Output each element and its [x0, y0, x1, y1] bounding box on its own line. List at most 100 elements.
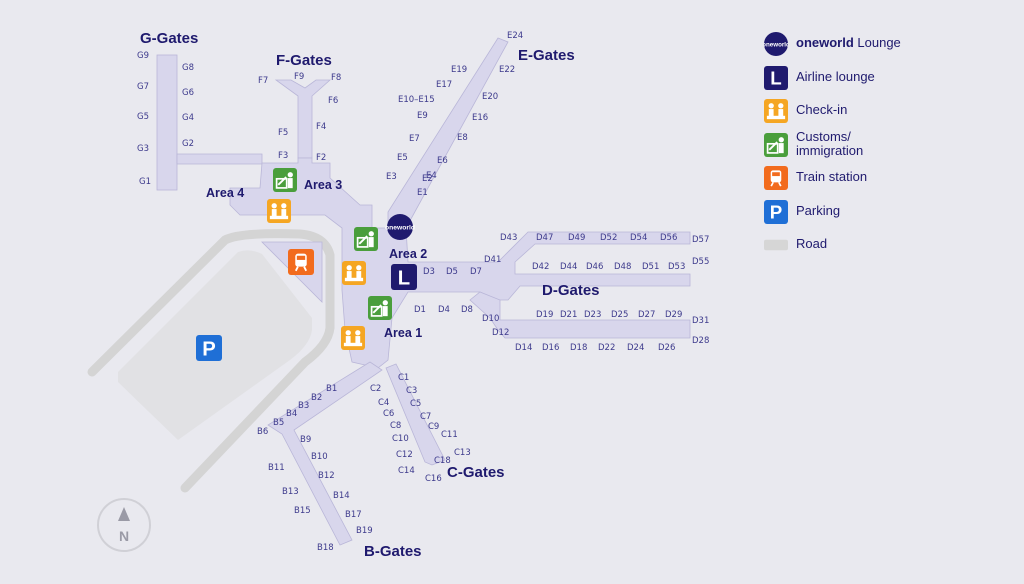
pier-label: B-Gates [364, 543, 422, 560]
gate-label: C6 [383, 409, 394, 419]
train-icon [288, 249, 314, 275]
gate-label: B4 [286, 409, 297, 419]
gate-label: F2 [316, 153, 326, 163]
svg-text:L: L [770, 67, 781, 88]
gate-label: B19 [356, 526, 373, 536]
area-label: Area 4 [206, 186, 244, 200]
legend-label: Parking [796, 202, 841, 218]
gate-label: F8 [331, 73, 341, 83]
check-in-icon [342, 261, 366, 285]
gate-label: D16 [542, 343, 559, 353]
parking-icon: P [764, 199, 788, 224]
legend-label: Road [796, 236, 828, 251]
legend-item-airline: L Airline lounge [764, 65, 1014, 90]
gate-label: D52 [600, 233, 617, 243]
gate-label: F7 [258, 76, 268, 86]
gate-label: G2 [182, 139, 194, 149]
gate-label: D48 [614, 262, 631, 272]
f-pier [274, 79, 332, 159]
gate-label: C7 [420, 412, 431, 422]
gate-label: D31 [692, 316, 709, 326]
gate-label: C1 [398, 373, 409, 383]
gate-label: D57 [692, 235, 709, 245]
gate-label: G5 [137, 112, 149, 122]
train-icon [764, 166, 788, 190]
gate-label: D46 [586, 262, 603, 272]
gate-label: D12 [492, 328, 509, 338]
gate-label: B11 [268, 463, 285, 473]
gate-label: D24 [627, 343, 644, 353]
gate-label: D47 [536, 233, 553, 243]
legend-label-prefix: oneworld [796, 35, 854, 50]
legend-item-train: Train station [764, 166, 1014, 190]
gate-label: B13 [282, 487, 299, 497]
gate-labels: G1G2G3G4G5G6G7G8G9F1F2F3F4F5F6F7F8F9E1E2… [137, 31, 709, 553]
gate-label: G6 [182, 88, 194, 98]
gate-label: E10–E15 [398, 95, 435, 105]
gate-label: E7 [409, 134, 420, 144]
gate-label: D53 [668, 262, 685, 272]
gate-label: D27 [638, 310, 655, 320]
gate-label: D18 [570, 343, 587, 353]
gate-label: D10 [482, 314, 499, 324]
area-label: Area 3 [304, 178, 342, 192]
airline-lounge-icon: L [391, 264, 417, 290]
gate-label: D28 [692, 336, 709, 346]
gate-label: D51 [642, 262, 659, 272]
gate-label: F6 [328, 96, 338, 106]
customs-icon [764, 132, 788, 157]
legend-label: Airline lounge [796, 68, 875, 84]
gate-label: E4 [426, 171, 437, 181]
gate-label: C12 [396, 450, 413, 460]
area-label: Area 1 [384, 326, 422, 340]
gate-label: E9 [417, 111, 428, 121]
gate-label: D14 [515, 343, 532, 353]
gate-label: G9 [137, 51, 149, 61]
legend-label: Check-in [796, 102, 848, 117]
gate-label: G1 [139, 177, 151, 187]
svg-text:P: P [202, 338, 216, 360]
gate-label: B12 [318, 471, 335, 481]
gate-label: D54 [630, 233, 647, 243]
gate-label: G7 [137, 82, 149, 92]
g-connector [176, 153, 263, 165]
gate-label: G3 [137, 144, 149, 154]
gate-label: B5 [273, 418, 284, 428]
gate-label: C9 [428, 422, 439, 432]
gate-label: D5 [446, 267, 458, 277]
check-in-icon [764, 99, 788, 123]
gate-label: E5 [397, 153, 408, 163]
gate-label: D42 [532, 262, 549, 272]
check-in-icon [341, 326, 365, 350]
gate-label: G8 [182, 63, 194, 73]
gate-label: D43 [500, 233, 517, 243]
train-icon [764, 166, 788, 190]
legend-label: Train station [796, 169, 868, 184]
gate-label: G4 [182, 113, 194, 123]
gate-label: D22 [598, 343, 615, 353]
gate-label: F4 [316, 122, 326, 132]
pier-label: D-Gates [542, 282, 600, 299]
gate-label: E17 [436, 80, 452, 90]
gate-label: B18 [317, 543, 334, 553]
svg-text:L: L [398, 267, 410, 289]
g-pier [156, 54, 178, 191]
gate-label: D41 [484, 255, 501, 265]
gate-label: E19 [451, 65, 467, 75]
gate-label: B14 [333, 491, 350, 501]
check-in-icon [764, 99, 788, 123]
customs-icon [368, 296, 392, 320]
gate-label: C3 [406, 386, 417, 396]
gate-label: E6 [437, 156, 448, 166]
gate-label: C13 [454, 448, 471, 458]
gate-label: B1 [326, 384, 337, 394]
gate-label: C14 [398, 466, 415, 476]
gate-label: F5 [278, 128, 288, 138]
gate-label: F9 [294, 72, 304, 82]
north-arrow-icon [118, 507, 130, 521]
